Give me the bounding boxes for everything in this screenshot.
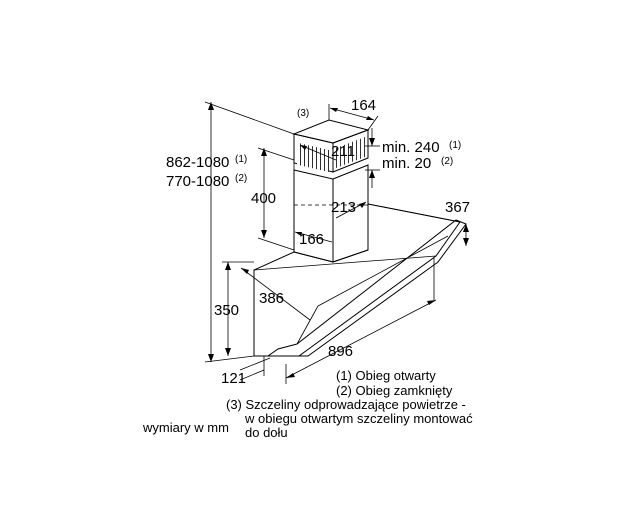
note-open-circulation: (1) Obieg otwarty	[336, 368, 436, 383]
dim-chimney-inner: 211	[331, 143, 355, 160]
units-note: wymiary w mm	[142, 420, 229, 435]
dim-top-width: 164	[351, 97, 376, 114]
note-closed-circulation: (2) Obieg zamknięty	[336, 383, 453, 398]
note-vent-slots-2: w obiegu otwartym szczeliny montować	[244, 411, 473, 426]
dim-chimney-height: 400	[251, 190, 276, 207]
note-vent-slots-3: do dołu	[245, 425, 288, 440]
dim-chimney-depth: 213	[331, 199, 356, 216]
dim-hood-depth-right: 367	[445, 199, 470, 216]
dim-total-b-note: (2)	[235, 173, 247, 184]
dim-gap-b: min. 20	[382, 155, 431, 172]
vent-slots-side	[336, 137, 365, 168]
dim-total-a: 862-1080	[166, 154, 229, 171]
dim-hood-height: 350	[214, 302, 239, 319]
dim-total-a-note: (1)	[235, 154, 247, 165]
vent-note-marker: (3)	[297, 108, 309, 119]
dimension-lines	[204, 101, 469, 384]
dim-gap-b-note: (2)	[441, 156, 453, 167]
note-vent-slots-1: (3) Szczeliny odprowadzające powietrze -	[226, 397, 466, 412]
dim-front-depth: 121	[221, 370, 246, 387]
dim-hood-depth: 386	[259, 290, 284, 307]
dim-hood-width: 896	[328, 343, 353, 360]
dim-gap-a: min. 240	[382, 139, 440, 156]
hood-body	[253, 203, 467, 357]
dim-total-b: 770-1080	[166, 173, 229, 190]
vent-slots	[297, 142, 329, 172]
dim-gap-a-note: (1)	[449, 140, 461, 151]
dim-chimney-width: 166	[299, 231, 324, 248]
